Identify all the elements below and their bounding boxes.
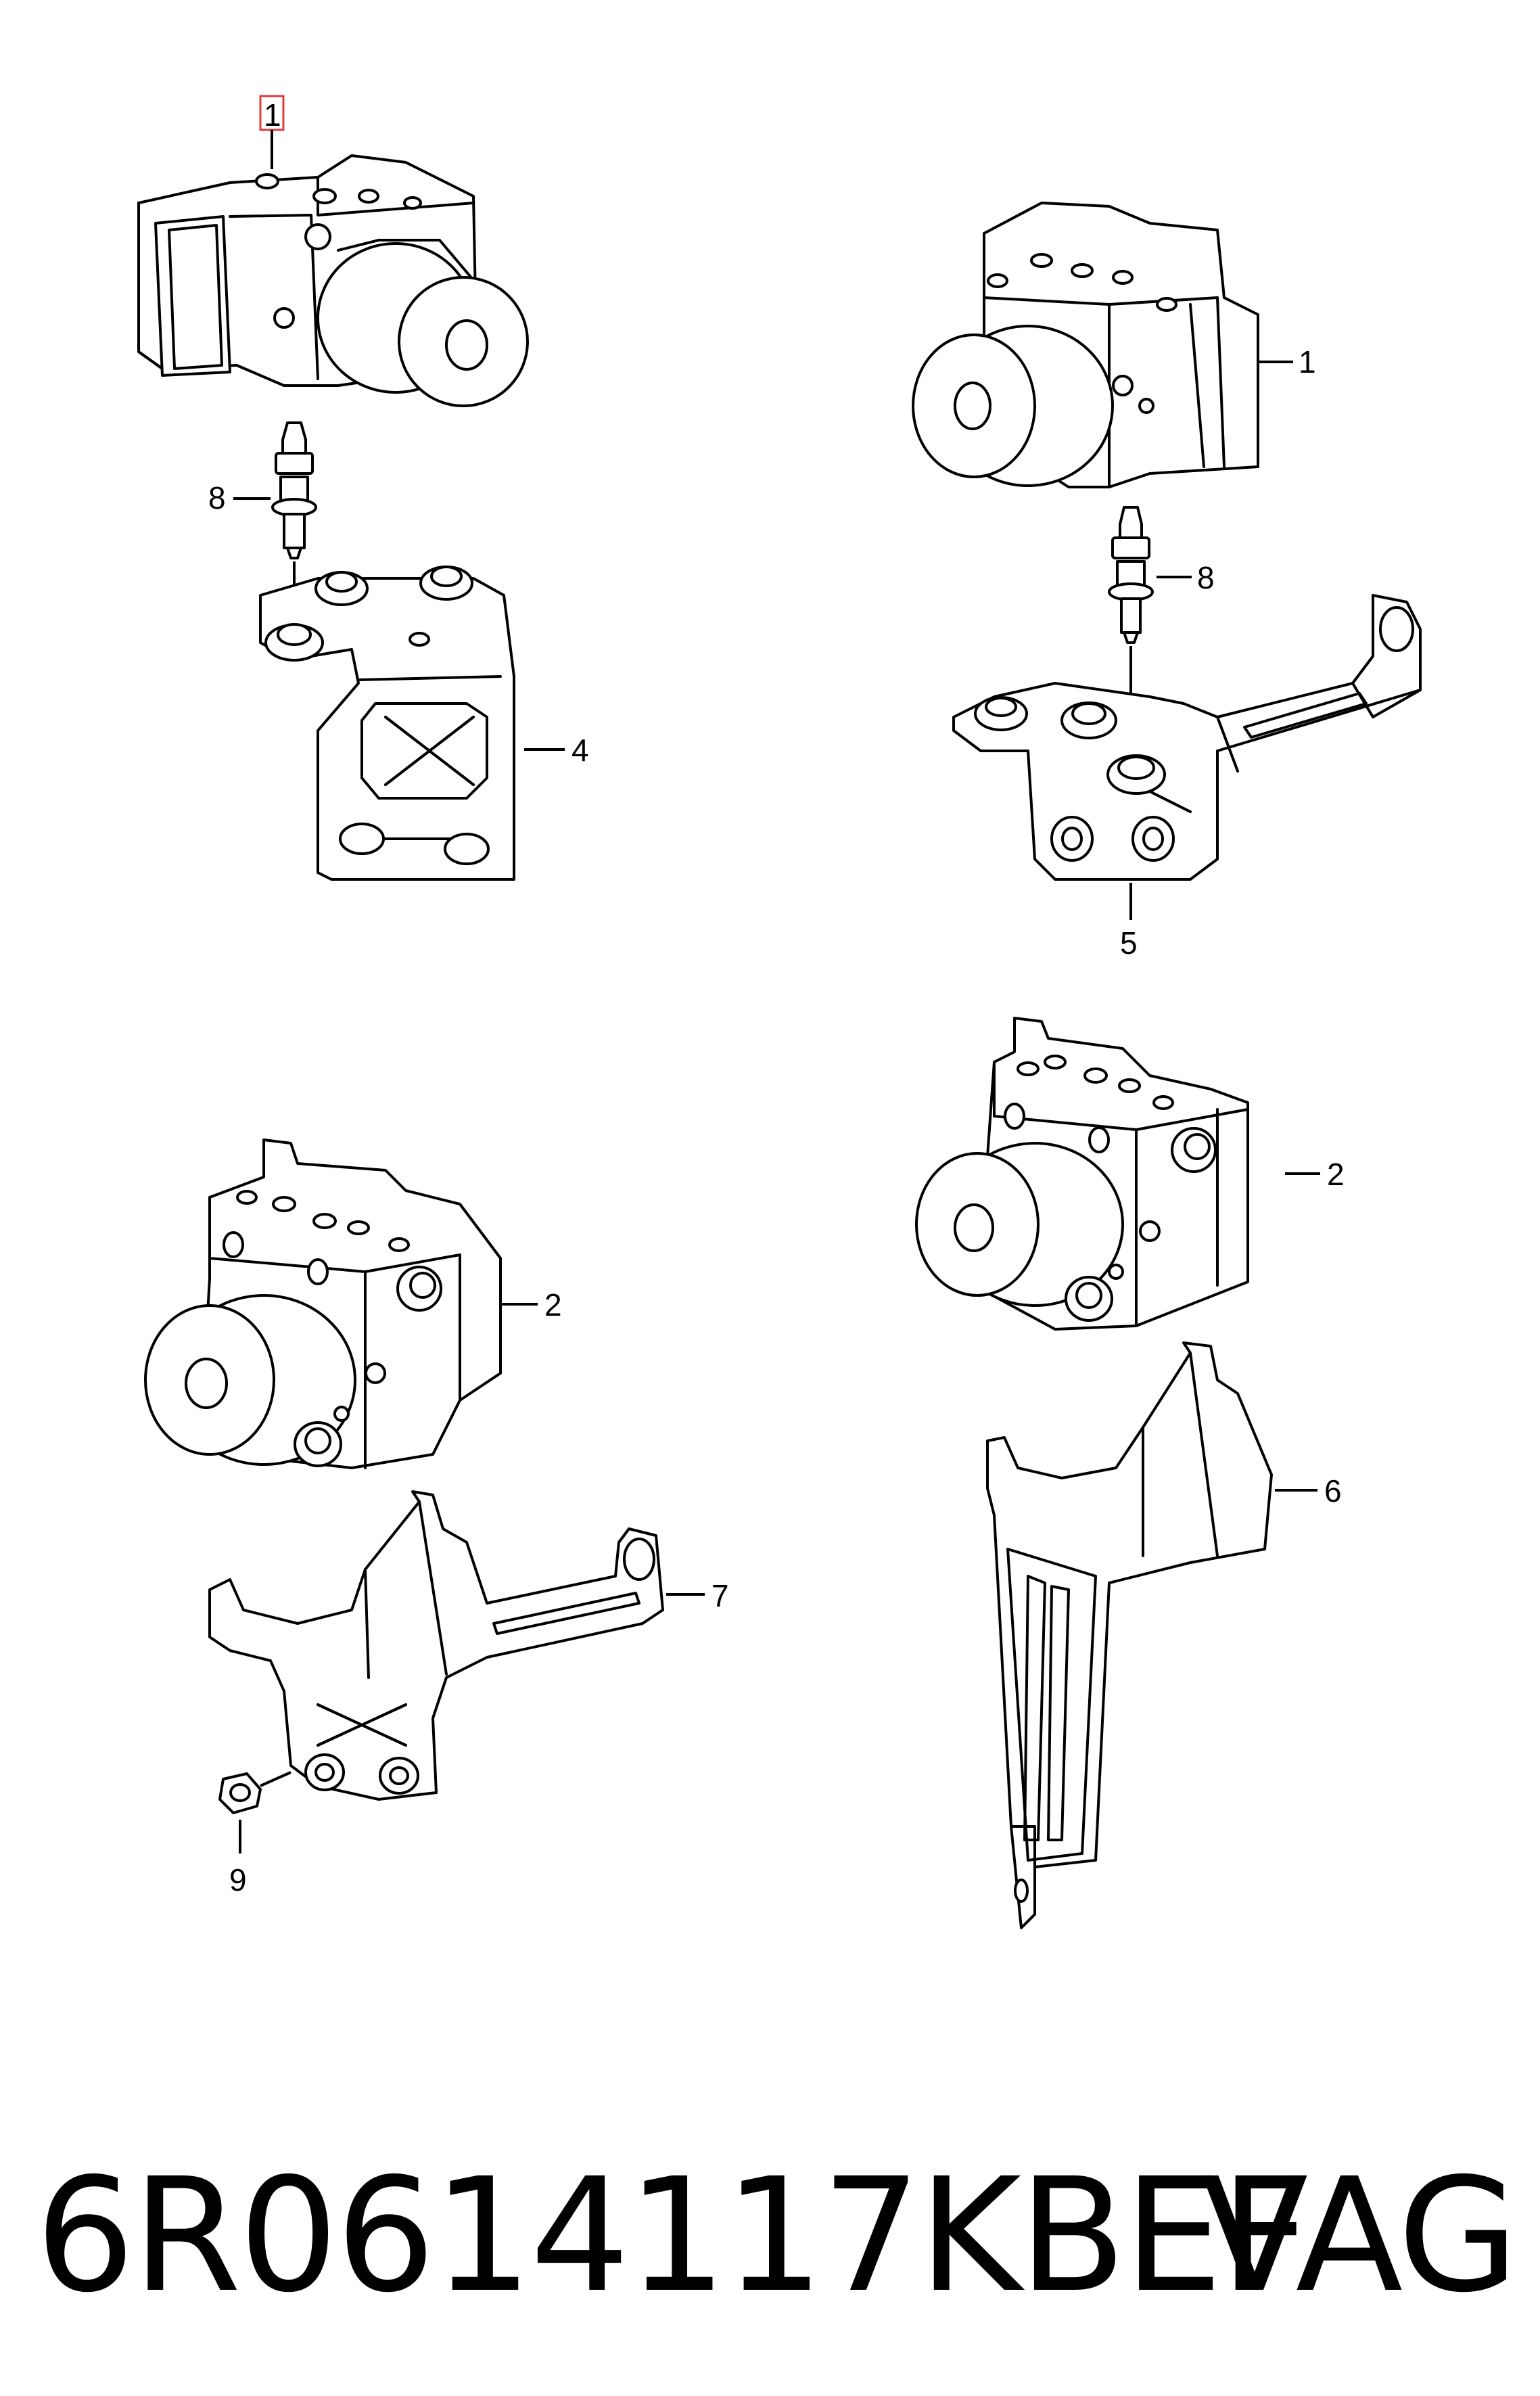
abs-unit-top-right <box>912 202 1259 488</box>
callout-2-middle-left: 2 <box>544 1287 562 1322</box>
part-number: 6R0614117KBEF <box>35 2144 1310 2327</box>
brand-name: VAG <box>1200 2144 1519 2327</box>
callout-7: 7 <box>711 1578 729 1613</box>
bracket-7 <box>208 1490 664 1801</box>
abs-unit-top-left <box>137 154 529 407</box>
caption: 6R0614117KBEF VAG <box>35 2134 1519 2337</box>
bracket-4 <box>259 566 515 881</box>
nut-9 <box>218 1771 291 1814</box>
bracket-5 <box>952 594 1422 881</box>
callout-1-highlight: 1 <box>264 97 281 133</box>
callout-8-top-left: 8 <box>208 480 226 515</box>
callout-2-middle-right: 2 <box>1327 1157 1345 1192</box>
bracket-6 <box>986 1341 1273 1929</box>
callout-8-top-right: 8 <box>1197 560 1215 595</box>
callout-4: 4 <box>571 733 589 768</box>
bolt-8-top-left <box>271 421 317 609</box>
abs-unit-middle-left <box>144 1138 502 1469</box>
abs-unit-middle-right <box>915 1017 1249 1331</box>
callout-5: 5 <box>1120 925 1138 961</box>
callout-9: 9 <box>229 1862 247 1897</box>
callout-1-top-right: 1 <box>1299 344 1316 379</box>
callout-6: 6 <box>1324 1473 1342 1508</box>
